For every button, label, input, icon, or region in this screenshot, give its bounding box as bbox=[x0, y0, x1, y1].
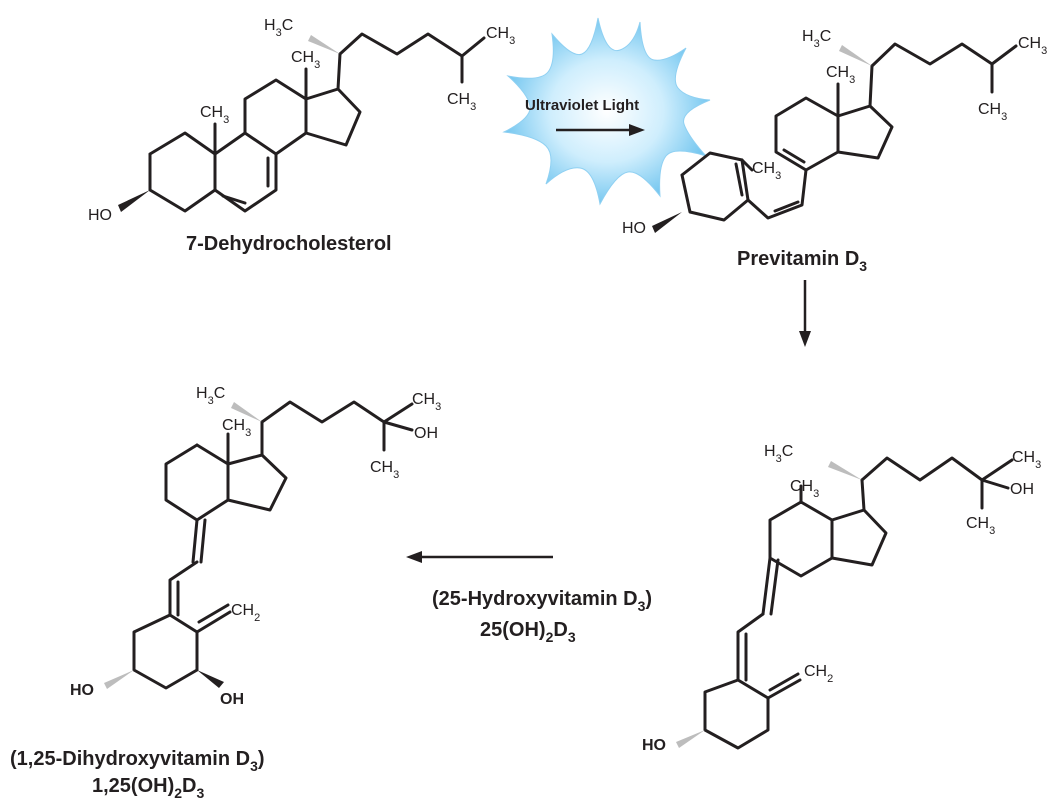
svg-text:H3C: H3C bbox=[802, 28, 831, 50]
previtamin-d3-atoms: HO CH3 CH3 H3C CH3 CH3 bbox=[622, 28, 1047, 237]
dehydrocholesterol-structure bbox=[118, 32, 486, 213]
dihydroxyvitamin-d3-formula: 1,25(OH)2D3 bbox=[92, 775, 205, 801]
hydroxyvitamin-d3-structure bbox=[676, 456, 1014, 750]
svg-text:CH3: CH3 bbox=[486, 25, 515, 47]
svg-text:CH3: CH3 bbox=[790, 478, 819, 500]
left-reaction-arrow bbox=[406, 551, 553, 563]
svg-text:HO: HO bbox=[70, 682, 94, 699]
svg-text:CH3: CH3 bbox=[966, 515, 995, 537]
svg-text:HO: HO bbox=[642, 737, 666, 754]
down-reaction-arrow bbox=[799, 280, 811, 347]
svg-text:CH3: CH3 bbox=[752, 160, 781, 182]
svg-text:CH3: CH3 bbox=[826, 64, 855, 86]
svg-text:CH3: CH3 bbox=[222, 417, 251, 439]
dihydroxyvitamin-d3-label: (1,25-Dihydroxyvitamin D3) bbox=[10, 748, 265, 774]
svg-text:H3C: H3C bbox=[196, 385, 225, 407]
svg-text:HO: HO bbox=[88, 207, 112, 224]
uv-light-burst bbox=[502, 17, 711, 206]
previtamin-d3-label: Previtamin D3 bbox=[737, 248, 867, 274]
svg-text:CH3: CH3 bbox=[291, 49, 320, 71]
svg-text:CH3: CH3 bbox=[1012, 449, 1041, 471]
dihydroxyvitamin-d3-atoms: CH3 H3C CH3 OH CH3 CH2 HO OH bbox=[70, 385, 441, 708]
svg-text:CH3: CH3 bbox=[1018, 35, 1047, 57]
svg-text:CH3: CH3 bbox=[978, 101, 1007, 123]
svg-text:OH: OH bbox=[220, 691, 244, 708]
dehydrocholesterol-label: 7-Dehydrocholesterol bbox=[186, 233, 392, 255]
previtamin-d3-structure bbox=[652, 42, 1018, 233]
svg-text:CH2: CH2 bbox=[231, 602, 260, 624]
svg-text:OH: OH bbox=[414, 425, 438, 442]
uv-light-label: Ultraviolet Light bbox=[525, 97, 639, 114]
svg-text:CH3: CH3 bbox=[412, 391, 441, 413]
dihydroxyvitamin-d3-structure bbox=[104, 400, 414, 690]
hydroxyvitamin-d3-formula: 25(OH)2D3 bbox=[480, 619, 576, 645]
svg-text:OH: OH bbox=[1010, 481, 1034, 498]
svg-text:HO: HO bbox=[622, 220, 646, 237]
svg-text:CH3: CH3 bbox=[447, 91, 476, 113]
svg-text:CH2: CH2 bbox=[804, 663, 833, 685]
svg-text:CH3: CH3 bbox=[370, 459, 399, 481]
hydroxyvitamin-d3-atoms: CH3 H3C CH3 OH CH3 CH2 HO bbox=[642, 443, 1041, 754]
hydroxyvitamin-d3-label: (25-Hydroxyvitamin D3) bbox=[432, 588, 652, 614]
svg-text:H3C: H3C bbox=[764, 443, 793, 465]
svg-text:H3C: H3C bbox=[264, 17, 293, 39]
svg-text:CH3: CH3 bbox=[200, 104, 229, 126]
dehydrocholesterol-atoms: HO CH3 CH3 H3C CH3 CH3 bbox=[88, 17, 515, 224]
uv-reaction-arrow bbox=[556, 124, 645, 136]
